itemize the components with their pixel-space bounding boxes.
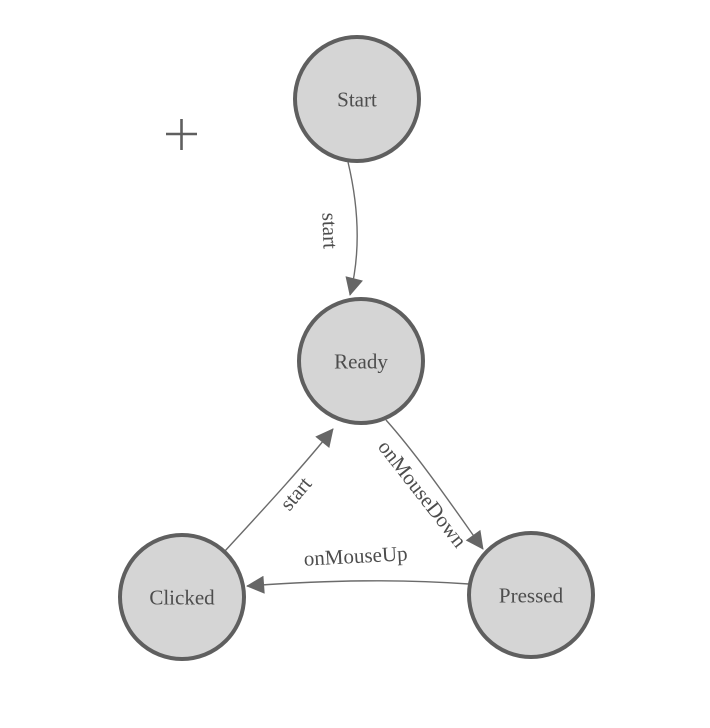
transition-label-start-to-ready: start — [317, 212, 342, 249]
state-circle-pressed[interactable] — [467, 531, 595, 659]
state-node-start[interactable]: Start — [293, 35, 421, 163]
transition-ready-to-pressed[interactable] — [385, 419, 484, 550]
state-label-pressed: Pressed — [499, 583, 564, 607]
transition-label-ready-to-pressed: onMouseDown — [373, 435, 472, 552]
transition-pressed-to-clicked[interactable] — [246, 575, 470, 594]
transition-label-clicked-to-ready: start — [275, 472, 317, 515]
state-circle-ready[interactable] — [297, 297, 425, 425]
transition-start-to-ready[interactable] — [345, 161, 363, 296]
state-label-ready: Ready — [334, 349, 388, 373]
state-node-ready[interactable]: Ready — [297, 297, 425, 425]
state-node-pressed[interactable]: Pressed — [467, 531, 595, 659]
origin-crosshair-icon — [166, 119, 197, 150]
state-label-clicked: Clicked — [149, 585, 215, 609]
state-label-start: Start — [337, 87, 377, 111]
transition-label-pressed-to-clicked: onMouseUp — [303, 541, 408, 570]
state-circle-start[interactable] — [293, 35, 421, 163]
state-node-clicked[interactable]: Clicked — [118, 533, 246, 661]
state-circle-clicked[interactable] — [118, 533, 246, 661]
transition-clicked-to-ready[interactable] — [224, 428, 334, 552]
